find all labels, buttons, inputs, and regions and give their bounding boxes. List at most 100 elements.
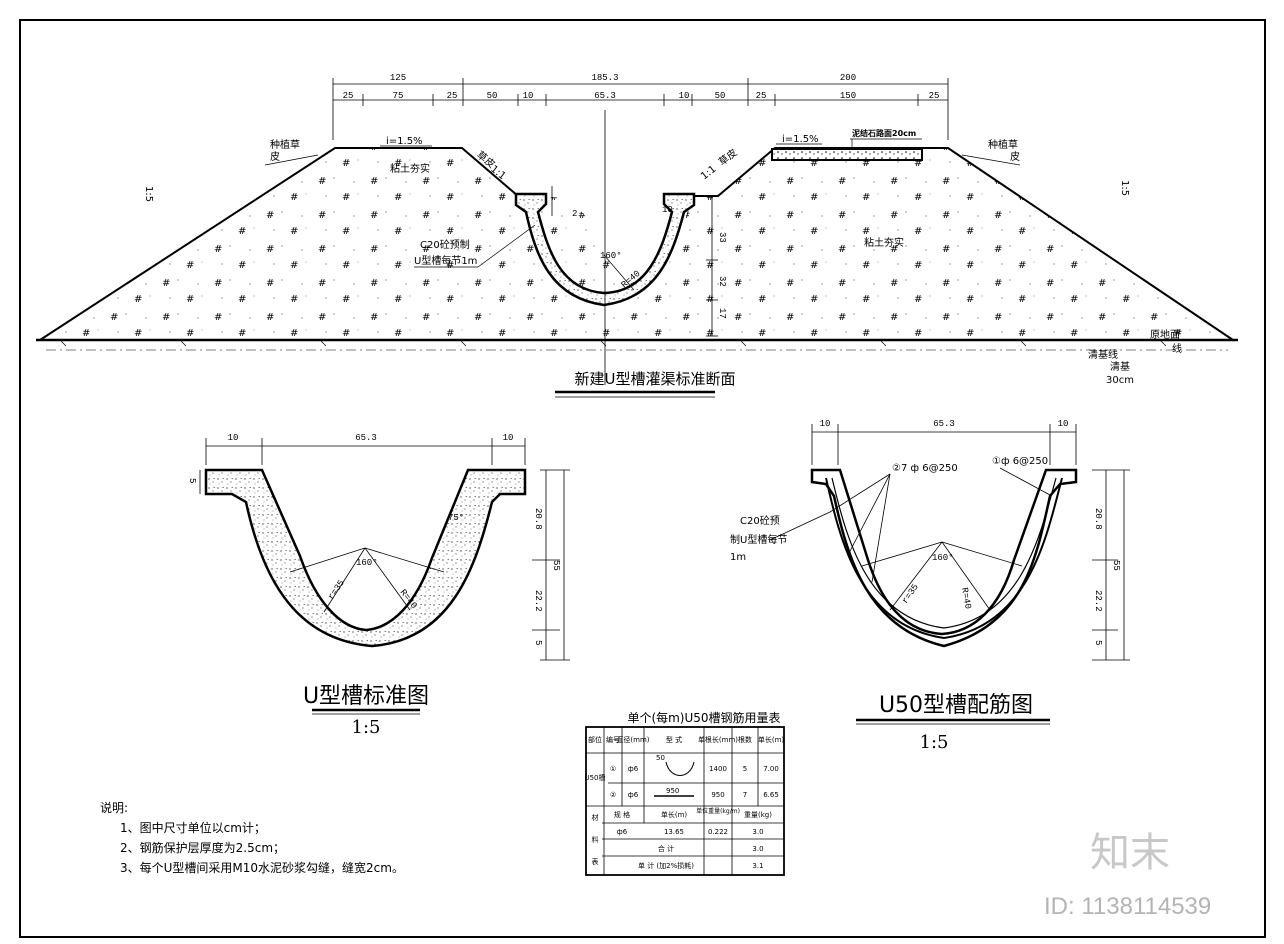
slope-right: 1:5 <box>1119 180 1130 196</box>
u-standard-drawing: 10 65.3 10 20.8 22.2 5 55 5 160° r=35 R=… <box>187 433 570 738</box>
main-angle: 160° <box>600 251 622 261</box>
ur-total: 55 <box>1111 560 1121 571</box>
dim-sub-2: 25 <box>447 91 458 101</box>
note-3: 3、每个U型槽间采用M10水泥砂浆勾缝，缝宽2cm。 <box>120 860 404 875</box>
precast-note-1: C20砼预制 <box>420 238 470 251</box>
us-dim-2: 10 <box>503 433 514 443</box>
ur-rdim-1: 22.2 <box>1093 590 1103 612</box>
us-rdim-0: 20.8 <box>533 508 543 530</box>
clearing-1: 清基线 <box>1088 348 1118 361</box>
fill-right: 粘土夯实 <box>864 236 904 249</box>
r1-form-shape <box>665 761 695 776</box>
us-dim-1: 65.3 <box>355 433 377 443</box>
ratio-right: 1:1 <box>699 164 718 183</box>
sum-label: 合 计 <box>658 844 674 853</box>
us-rdim-1: 22.2 <box>533 590 543 612</box>
ur-scale: 1:5 <box>920 732 949 753</box>
sum2-value: 3.1 <box>752 862 763 870</box>
dim-sub-6: 10 <box>679 91 690 101</box>
dim-sub-3: 50 <box>487 91 498 101</box>
precast-note-2: U型槽每节1m <box>414 254 477 267</box>
grass-left-2: 皮 <box>270 150 280 163</box>
rebar-line-1 <box>825 477 1063 640</box>
slope-left: 1:5 <box>143 186 154 202</box>
us-scale: 1:5 <box>352 717 381 738</box>
mat-label-1: 材 <box>592 813 599 822</box>
us-total: 55 <box>551 560 561 571</box>
gravel-road <box>771 148 923 161</box>
clearing-2: 清基 <box>1110 360 1130 373</box>
ur-dim-2: 10 <box>1058 419 1069 429</box>
fill-left: 粘土夯实 <box>390 162 430 175</box>
rebar-line-2 <box>831 477 1057 629</box>
mat-h-len: 单长(m) <box>661 810 688 819</box>
vdim-0: 2 <box>572 209 577 219</box>
r1-dia: ф6 <box>628 765 639 773</box>
mat-spec: ф6 <box>617 828 628 836</box>
r1-no: ① <box>610 765 616 773</box>
r2-no: ② <box>610 791 616 799</box>
r2-count: 7 <box>743 791 747 799</box>
us-angle: 160° <box>356 558 378 568</box>
ur-note-3: 1m <box>730 552 746 563</box>
dim-185: 185.3 <box>591 73 618 83</box>
notes: 说明: 1、图中尺寸单位以cm计； 2、钢筋保护层厚度为2.5cm； 3、每个U… <box>100 800 404 875</box>
td-part: U50槽 <box>584 773 605 782</box>
th-dia: 直径(mm) <box>616 735 649 744</box>
note-2: 2、钢筋保护层厚度为2.5cm； <box>120 840 285 855</box>
notes-heading: 说明: <box>100 800 128 815</box>
watermark-id: ID: 1138114539 <box>1044 893 1211 920</box>
sum2-label: 单 计 (加2%损耗) <box>638 861 694 870</box>
ground-line-2: 线 <box>1172 342 1182 355</box>
dim-sub-7: 50 <box>715 91 726 101</box>
us-left-dim: 5 <box>187 478 197 483</box>
main-cross-section: 125 185.3 200 25 75 25 50 10 65.3 10 50 … <box>36 73 1238 398</box>
mat-weight: 3.0 <box>752 828 763 836</box>
mat-label-3: 表 <box>592 857 599 866</box>
ur-title: U50型槽配筋图 <box>879 693 1033 718</box>
r1-total: 7.00 <box>763 765 779 773</box>
crest-slope-left: i=1.5% <box>386 136 423 147</box>
ur-dim-0: 10 <box>820 419 831 429</box>
ur-angle: 160° <box>932 553 954 563</box>
dim-sub-9: 150 <box>840 91 856 101</box>
main-section-title: 新建U型槽灌渠标准断面 <box>575 370 736 388</box>
r2-total: 6.65 <box>763 791 779 799</box>
r2-len: 950 <box>711 791 724 799</box>
ur-rdim-2: 5 <box>1093 640 1103 645</box>
r2-form: 950 <box>666 787 679 795</box>
watermark-logo: 知末 <box>1090 830 1170 876</box>
u-standard-shape <box>204 468 527 648</box>
main-u-channel <box>514 192 696 307</box>
crest-slope-right: i=1.5% <box>782 134 819 145</box>
table-title: 单个(每m)U50槽钢筋用量表 <box>627 710 780 725</box>
us-title: U型槽标准图 <box>303 684 429 709</box>
ground-line-1: 原地面 <box>1150 328 1180 341</box>
ur-note-2: 制U型槽每节 <box>730 533 787 546</box>
ur-r-outer: R=40 <box>959 587 973 610</box>
r2-dia: ф6 <box>628 791 639 799</box>
th-count: 根数 <box>738 735 752 744</box>
mat-len: 13.65 <box>664 828 684 836</box>
r1-form: 50 <box>656 754 665 762</box>
ur-note-1: C20砼预 <box>740 514 780 527</box>
grass-right-1: 种植草 <box>988 138 1018 151</box>
sum-value: 3.0 <box>752 845 763 853</box>
note-1: 1、图中尺寸单位以cm计； <box>120 820 266 835</box>
th-total: 单长(m) <box>758 735 785 744</box>
us-rdim-2: 5 <box>533 640 543 645</box>
ur-r-inner: r=35 <box>900 582 921 605</box>
embankment-fill <box>40 148 1233 340</box>
dim-200: 200 <box>840 73 856 83</box>
mat-label-2: 料 <box>592 835 599 844</box>
th-len: 单根长(mm) <box>698 735 738 744</box>
th-no: 编号 <box>606 735 620 744</box>
ur-bar2: ②7 ф 6@250 <box>892 463 958 474</box>
dim-sub-5: 65.3 <box>594 91 616 101</box>
vdim-2: 32 <box>717 276 727 287</box>
vdim-1: 33 <box>717 232 727 243</box>
ur-rdim-0: 20.8 <box>1093 508 1103 530</box>
us-wall-angle: 75° <box>448 513 464 523</box>
clearing-3: 30cm <box>1106 375 1134 386</box>
